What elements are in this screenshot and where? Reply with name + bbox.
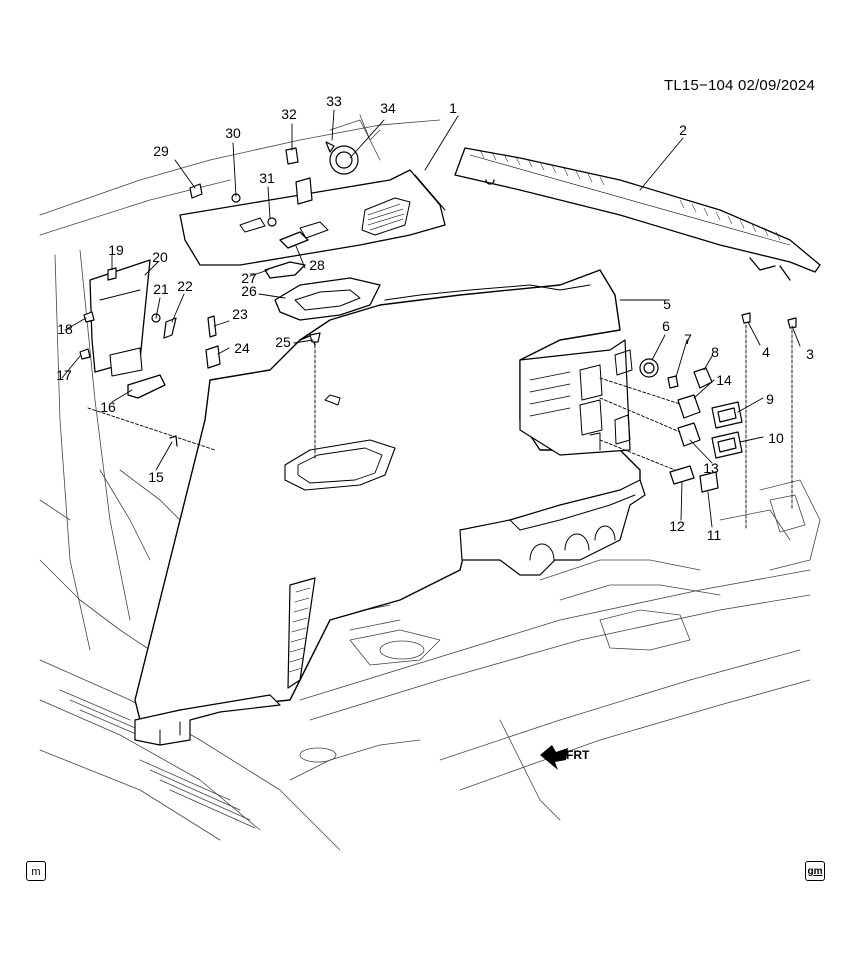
callout-16: 16 bbox=[100, 399, 116, 415]
callout-15: 15 bbox=[148, 469, 164, 485]
leader-lines bbox=[61, 109, 801, 531]
manual-badge: m bbox=[26, 861, 46, 881]
assist-handle-pocket bbox=[264, 231, 396, 491]
callout-12: 12 bbox=[669, 518, 685, 534]
front-direction-arrow: FRT bbox=[540, 745, 590, 770]
callout-31: 31 bbox=[259, 170, 275, 186]
document-id: TL15−104 02/09/2024 bbox=[664, 77, 816, 94]
frt-label: FRT bbox=[566, 748, 590, 762]
quarter-lower-trim-panel bbox=[134, 269, 646, 746]
callout-9: 9 bbox=[766, 391, 774, 407]
callout-14: 14 bbox=[716, 372, 732, 388]
rear-pillar-trim bbox=[89, 259, 166, 399]
callout-27: 27 bbox=[241, 270, 257, 286]
callout-10: 10 bbox=[768, 430, 784, 446]
gm-logo-badge: gm bbox=[805, 861, 825, 881]
callout-7: 7 bbox=[684, 331, 692, 347]
callout-22: 22 bbox=[177, 278, 193, 294]
callout-13: 13 bbox=[703, 460, 719, 476]
vehicle-body-outline bbox=[39, 114, 821, 851]
callout-6: 6 bbox=[662, 318, 670, 334]
callout-32: 32 bbox=[281, 106, 297, 122]
callout-numbers: 1 2 3 4 5 6 7 8 9 10 11 12 13 14 15 16 1… bbox=[56, 93, 814, 543]
small-fasteners bbox=[79, 141, 797, 493]
rear-closure-sill-plate bbox=[454, 147, 821, 281]
callout-29: 29 bbox=[153, 143, 169, 159]
callout-26: 26 bbox=[241, 283, 257, 299]
callout-11: 11 bbox=[707, 527, 722, 543]
callout-1: 1 bbox=[449, 100, 457, 116]
callout-19: 19 bbox=[108, 242, 124, 258]
callout-2: 2 bbox=[679, 122, 687, 138]
upper-quarter-trim-panel bbox=[179, 169, 446, 266]
callout-23: 23 bbox=[232, 306, 248, 322]
callout-4: 4 bbox=[762, 344, 770, 360]
callout-28: 28 bbox=[309, 257, 325, 273]
callout-20: 20 bbox=[152, 249, 168, 265]
callout-8: 8 bbox=[711, 344, 719, 360]
callout-33: 33 bbox=[326, 93, 342, 109]
callout-30: 30 bbox=[225, 125, 241, 141]
callout-25: 25 bbox=[275, 334, 291, 350]
callout-34: 34 bbox=[380, 100, 396, 116]
callout-21: 21 bbox=[153, 281, 169, 297]
callout-5: 5 bbox=[663, 296, 671, 312]
callout-18: 18 bbox=[57, 321, 73, 337]
callout-3: 3 bbox=[806, 346, 814, 362]
callout-24: 24 bbox=[234, 340, 250, 356]
callout-17: 17 bbox=[56, 367, 72, 383]
